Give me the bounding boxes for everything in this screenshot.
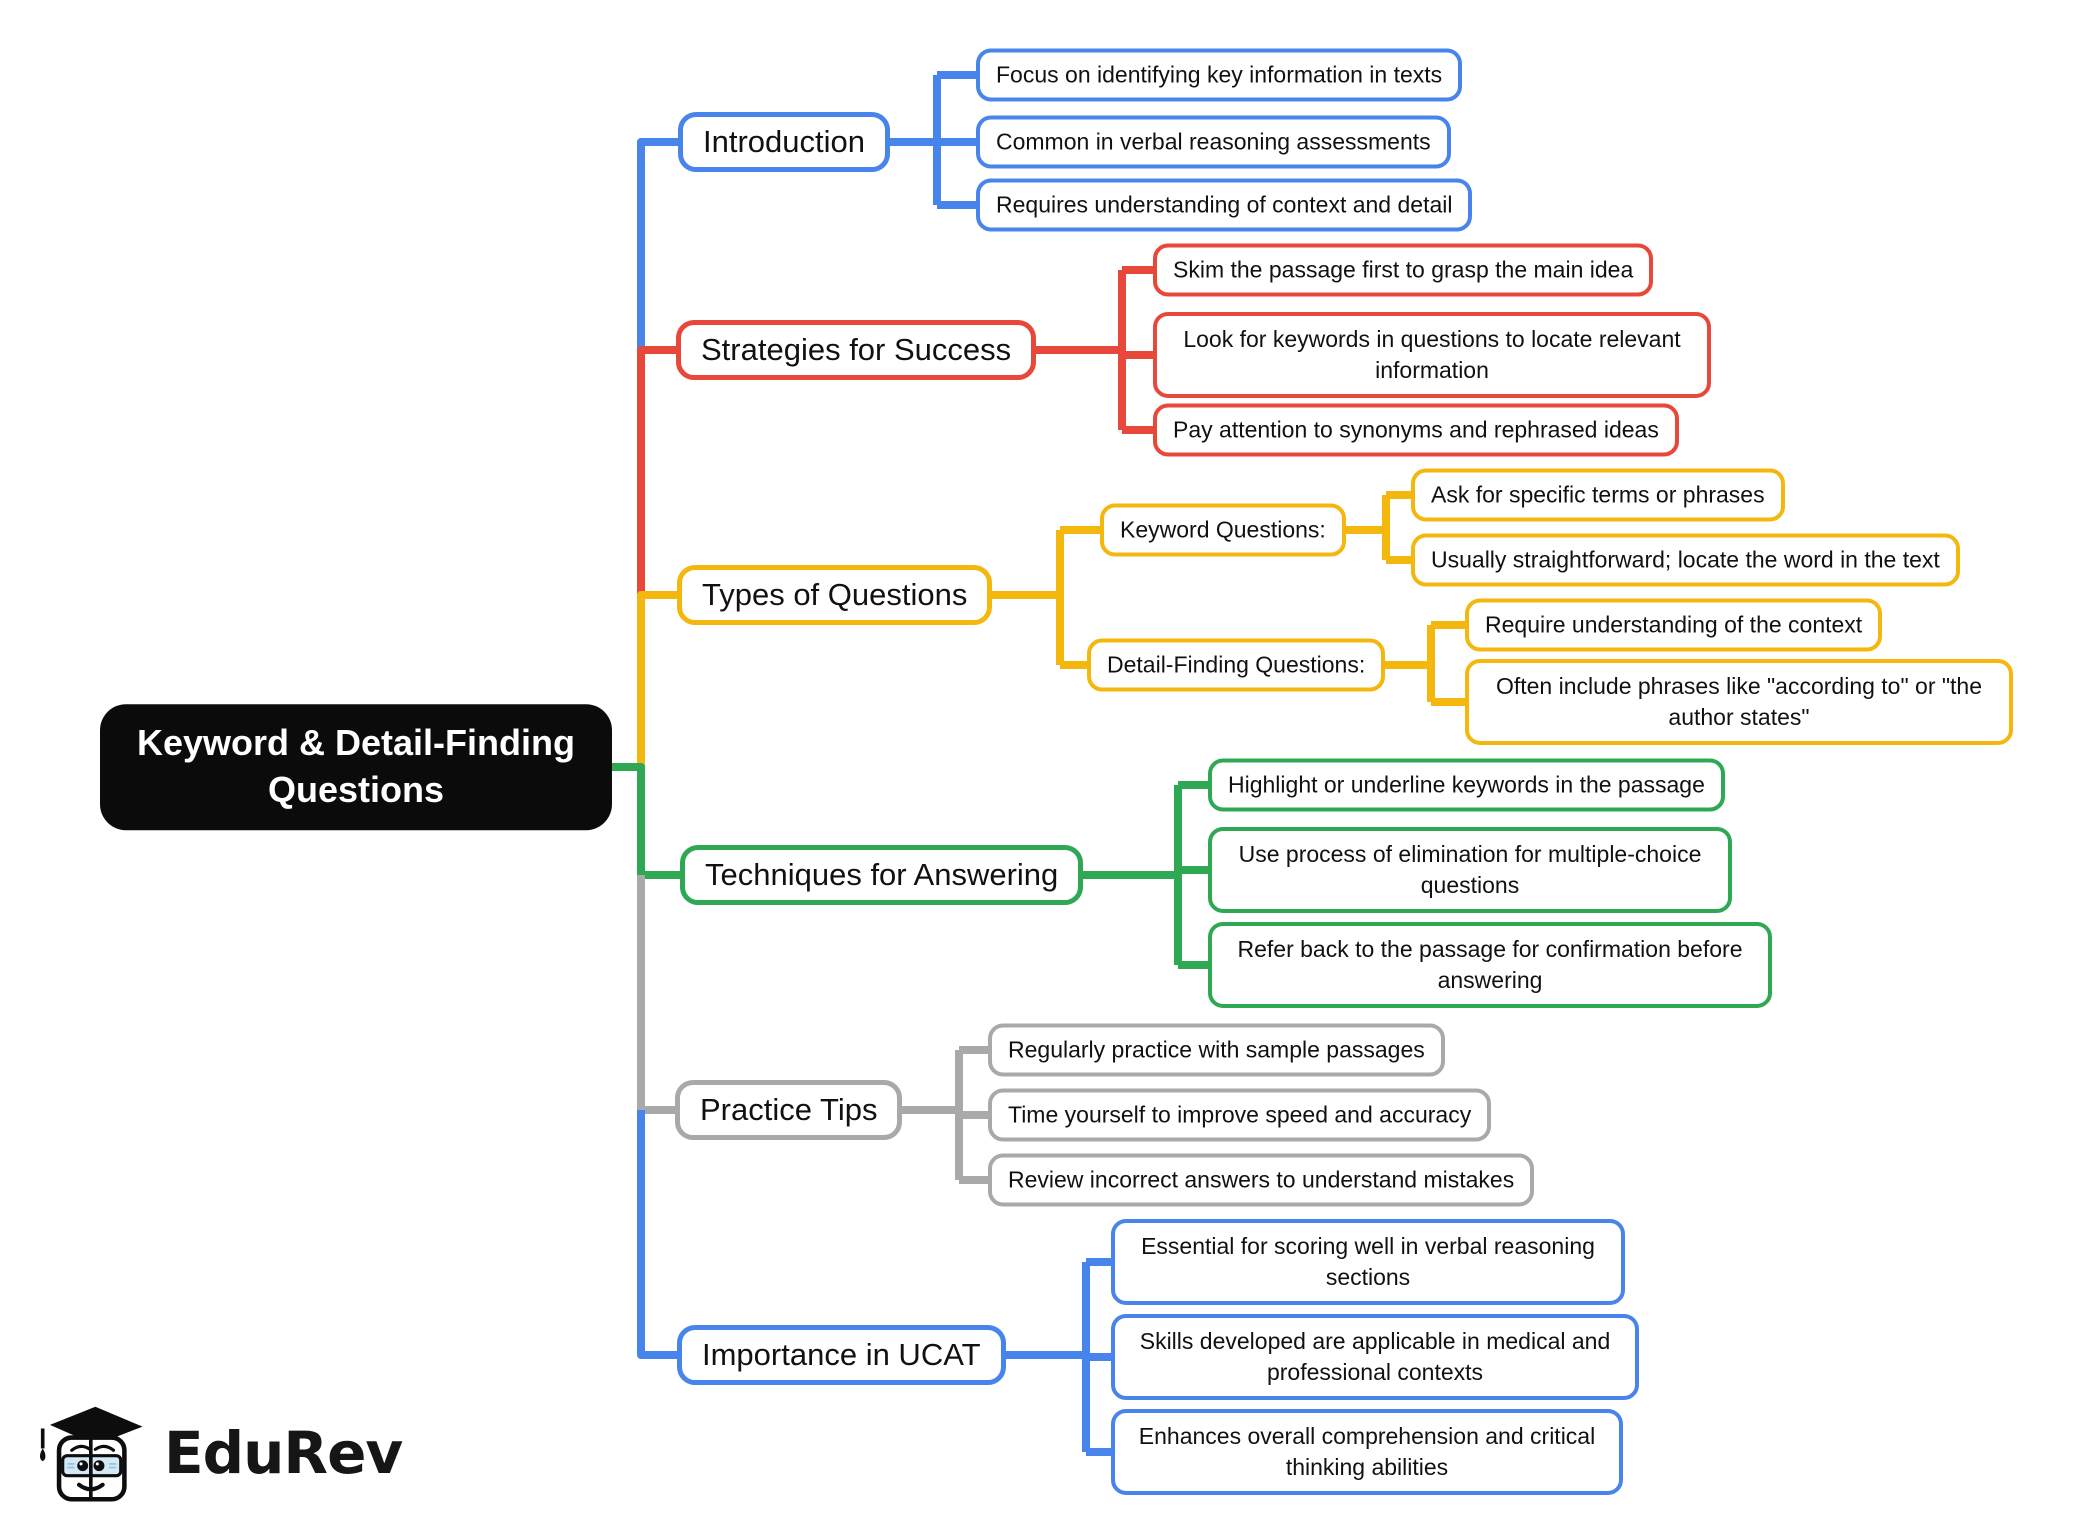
edurev-mascot-icon [39, 1406, 143, 1502]
sub-branch-keyword-questions: Keyword Questions: [1100, 503, 1346, 557]
connector-spine-techniques [611, 763, 710, 879]
connector-spine-importance [637, 1110, 710, 1359]
leaf-node: Require understanding of the context [1465, 598, 1883, 652]
leaf-node: Ask for specific terms or phrases [1411, 468, 1785, 522]
leaf-node: Focus on identifying key information in … [976, 48, 1463, 102]
leaf-node: Skim the passage first to grasp the main… [1153, 243, 1654, 297]
branch-strategies-for-success: Strategies for Success [676, 320, 1037, 380]
edurev-logo-text: EduRev [164, 1419, 403, 1487]
leaf-node: Refer back to the passage for confirmati… [1208, 921, 1772, 1009]
branch-introduction: Introduction [678, 112, 890, 172]
leaf-node: Skills developed are applicable in medic… [1111, 1313, 1639, 1401]
connector-detail-finding-leaves [1350, 621, 1500, 706]
leaf-node: Review incorrect answers to understand m… [988, 1153, 1535, 1207]
leaf-node: Essential for scoring well in verbal rea… [1111, 1218, 1625, 1306]
central-topic: Keyword & Detail-Finding Questions [100, 704, 612, 830]
connector-introduction-leaves [870, 71, 1005, 209]
leaf-node: Regularly practice with sample passages [988, 1023, 1445, 1077]
leaf-node: Use process of elimination for multiple-… [1208, 826, 1732, 914]
branch-practice-tips: Practice Tips [675, 1080, 903, 1140]
leaf-node: Often include phrases like "according to… [1465, 658, 2013, 746]
leaf-node: Common in verbal reasoning assessments [976, 115, 1451, 169]
leaf-node: Pay attention to synonyms and rephrased … [1153, 403, 1679, 457]
branch-techniques-for-answering: Techniques for Answering [680, 845, 1084, 905]
leaf-node: Highlight or underline keywords in the p… [1208, 758, 1725, 812]
edurev-logo: EduRev [30, 1392, 403, 1514]
leaf-node: Requires understanding of context and de… [976, 178, 1473, 232]
branch-importance-in-ucat: Importance in UCAT [677, 1325, 1006, 1385]
leaf-node: Enhances overall comprehension and criti… [1111, 1408, 1623, 1496]
sub-branch-detail-finding-questions: Detail-Finding Questions: [1087, 638, 1386, 692]
leaf-node: Look for keywords in questions to locate… [1153, 311, 1711, 399]
connector-types-subbranches [980, 526, 1135, 669]
connector-spine-strategies [637, 346, 710, 595]
connector-spine-practice [637, 875, 710, 1114]
leaf-node: Usually straightforward; locate the word… [1411, 533, 1960, 587]
leaf-node: Time yourself to improve speed and accur… [988, 1088, 1492, 1142]
connector-spine-introduction [637, 138, 710, 350]
branch-types-of-questions: Types of Questions [677, 565, 993, 625]
